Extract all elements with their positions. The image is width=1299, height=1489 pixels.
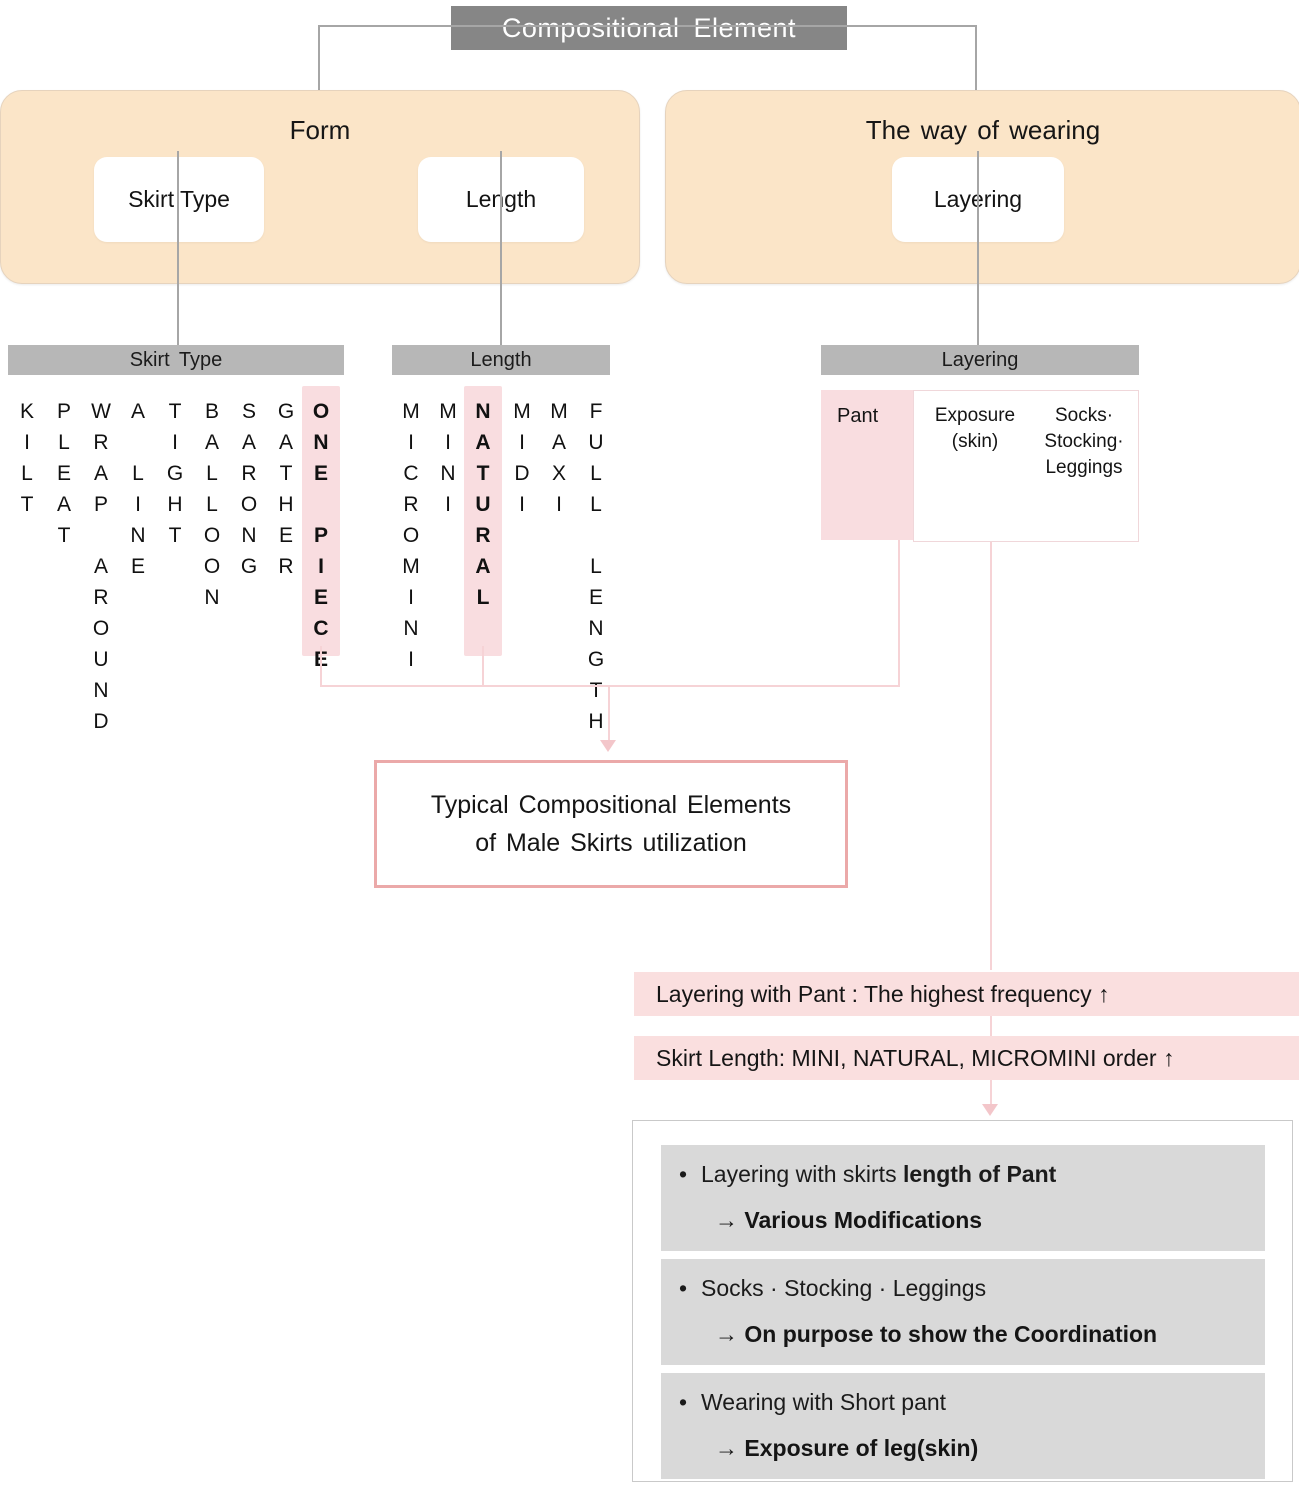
connector-skirt-type-to-bar	[177, 151, 179, 345]
category-bar-layering: Layering	[821, 345, 1139, 375]
connector-root-horizontal	[318, 25, 976, 27]
branch-box-way-of-wearing: The way of wearing Layering	[665, 90, 1299, 284]
pink-connector-one-piece	[320, 646, 322, 687]
branch-box-form: Form Skirt Type Length	[0, 90, 640, 284]
bullet-text-primary: •Layering with skirts length of Pant	[679, 1157, 1265, 1191]
pink-connector-between-banners	[990, 1016, 992, 1036]
pink-connector-natural	[482, 646, 484, 687]
connector-root-to-form	[318, 25, 320, 91]
bullet-dot-icon: •	[679, 1389, 688, 1415]
category-bar-length: Length	[392, 345, 610, 375]
card-skirt-type[interactable]: Skirt Type	[94, 157, 264, 242]
conclusion-text: Typical Compositional Elements of Male S…	[430, 791, 792, 857]
pink-connector-pant	[898, 540, 900, 687]
bullet-dot-icon: •	[679, 1161, 688, 1187]
bullet-text-result: → Exposure of leg(skin)	[715, 1435, 979, 1461]
bullet-item-layering-pant: •Layering with skirts length of Pant → V…	[661, 1145, 1265, 1251]
bullet-dot-icon: •	[679, 1275, 688, 1301]
connector-layering-to-bar	[977, 151, 979, 345]
pink-connector-to-conclusion	[608, 685, 610, 741]
bullet-text-primary: •Socks · Stocking · Leggings	[679, 1271, 1265, 1305]
branch-title-form: Form	[289, 115, 351, 145]
layering-socks-label: Socks· Stocking· Leggings	[1044, 405, 1124, 478]
bullet-text-result: → Various Modifications	[715, 1207, 983, 1233]
pink-connector-join-horizontal	[320, 685, 900, 687]
bullet-panel: •Layering with skirts length of Pant → V…	[632, 1120, 1293, 1482]
layering-cell-pant: Pant	[821, 390, 913, 540]
bullet-text-primary: •Wearing with Short pant	[679, 1385, 1265, 1419]
pink-arrow-bullets	[982, 1104, 998, 1116]
connector-length-to-bar	[500, 151, 502, 345]
root-node-compositional-element: Compositional Element	[451, 6, 847, 50]
layering-exposure-label: Exposure (skin)	[934, 405, 1016, 452]
finding-banner-skirt-length-order: Skirt Length: MINI, NATURAL, MICROMINI o…	[634, 1036, 1299, 1080]
bullet-text-result: → On purpose to show the Coordination	[715, 1321, 1158, 1347]
conclusion-box: Typical Compositional Elements of Male S…	[374, 760, 848, 888]
branch-title-way-of-wearing: The way of wearing	[865, 115, 1101, 145]
bullet-item-short-pant: •Wearing with Short pant → Exposure of l…	[661, 1373, 1265, 1479]
finding-banner-layering-frequency: Layering with Pant : The highest frequen…	[634, 972, 1299, 1016]
connector-root-to-wearing	[975, 25, 977, 91]
pink-connector-to-bullets	[990, 1080, 992, 1106]
pink-arrow-conclusion	[600, 740, 616, 752]
skirt-type-item-one-piece: ONE PIECE	[302, 386, 340, 671]
pink-connector-layering-to-findings	[990, 542, 992, 970]
category-bar-skirt-type: Skirt Type	[8, 345, 344, 375]
bullet-item-socks-stocking-leggings: •Socks · Stocking · Leggings → On purpos…	[661, 1259, 1265, 1365]
layering-cell-details: Exposure (skin) Socks· Stocking· Legging…	[913, 390, 1139, 542]
